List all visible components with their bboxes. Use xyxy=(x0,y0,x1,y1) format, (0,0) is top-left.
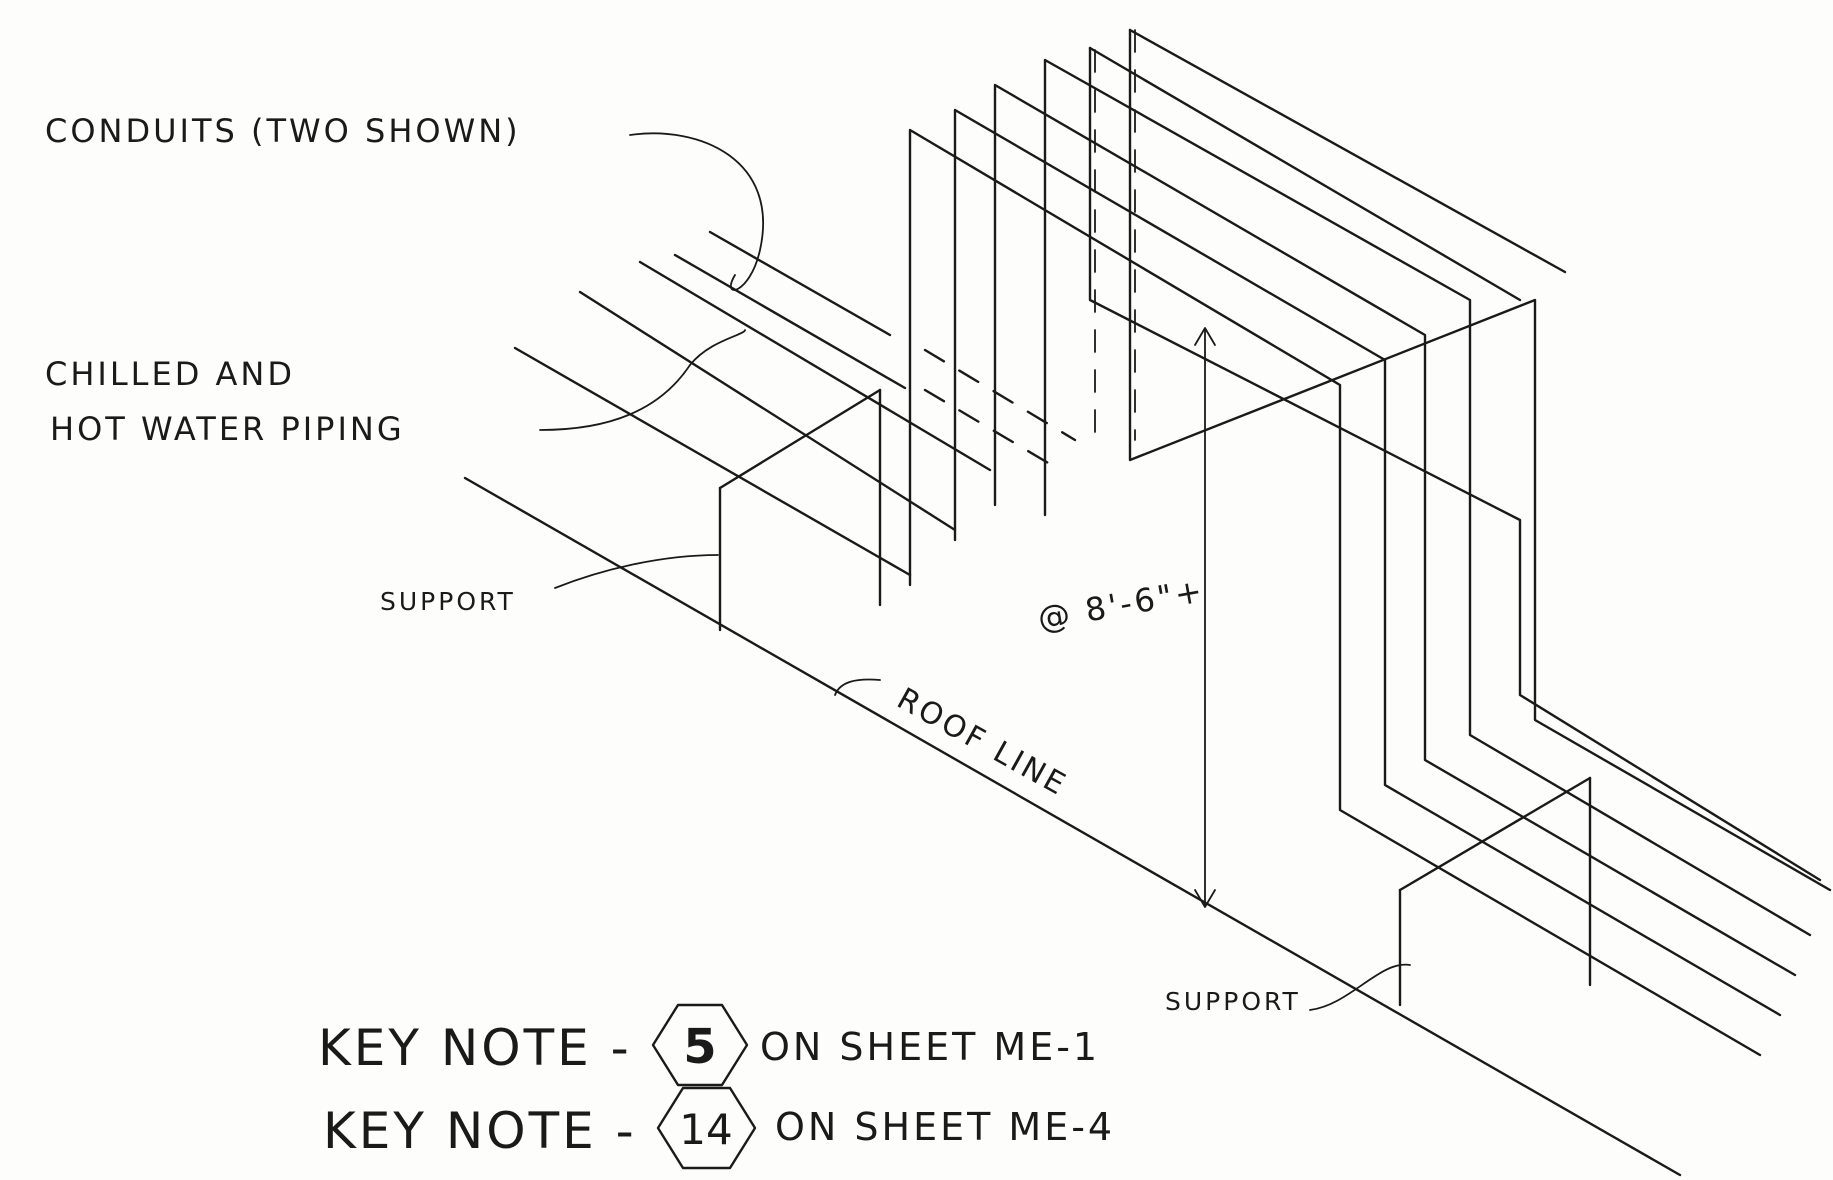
piping-label-line2: HOT WATER PIPING xyxy=(50,410,405,448)
conduits-label: CONDUITS (TWO SHOWN) xyxy=(45,112,521,150)
pipe-offset-3 xyxy=(993,83,1797,977)
key-note-5: KEY NOTE - 5 ON SHEET ME-1 xyxy=(318,1003,1100,1087)
hidden-risers xyxy=(923,29,1136,472)
support-left-leader xyxy=(554,554,719,589)
piping-label-line1: CHILLED AND xyxy=(45,355,295,393)
pipe-offset-1 xyxy=(908,128,1762,1057)
pipe-offset-5 xyxy=(1088,46,1822,882)
key-note-5-prefix: KEY NOTE - xyxy=(318,1019,632,1077)
support-left xyxy=(718,388,882,632)
key-note-14: KEY NOTE - 14 ON SHEET ME-4 xyxy=(323,1086,1115,1170)
key-note-14-prefix: KEY NOTE - xyxy=(323,1102,637,1160)
roof-line-leader xyxy=(834,678,881,696)
support-right-label: SUPPORT xyxy=(1165,987,1301,1016)
key-note-14-suffix: ON SHEET ME-4 xyxy=(775,1105,1115,1149)
pipe-offset-6 xyxy=(1128,28,1832,892)
roof-line xyxy=(463,476,1682,1177)
support-left-label: SUPPORT xyxy=(380,587,516,616)
pipe-offset-2 xyxy=(953,108,1782,1017)
key-note-5-number: 5 xyxy=(683,1019,716,1075)
pipe-runs-left xyxy=(513,230,992,577)
pipe-offset-4 xyxy=(1043,58,1812,937)
clearance-dimension xyxy=(1194,327,1216,908)
support-right-leader xyxy=(1309,963,1411,1011)
hexagon-14-icon xyxy=(656,1086,757,1170)
piping-leader xyxy=(539,329,746,431)
clearance-label: @ 8'-6"+ xyxy=(1035,571,1208,638)
roof-line-label: ROOF LINE xyxy=(891,681,1073,803)
key-note-14-number: 14 xyxy=(679,1105,732,1154)
conduits-leader xyxy=(629,132,764,291)
hexagon-5-icon xyxy=(651,1003,749,1087)
key-note-5-suffix: ON SHEET ME-1 xyxy=(760,1025,1100,1069)
support-right xyxy=(1398,776,1592,1007)
